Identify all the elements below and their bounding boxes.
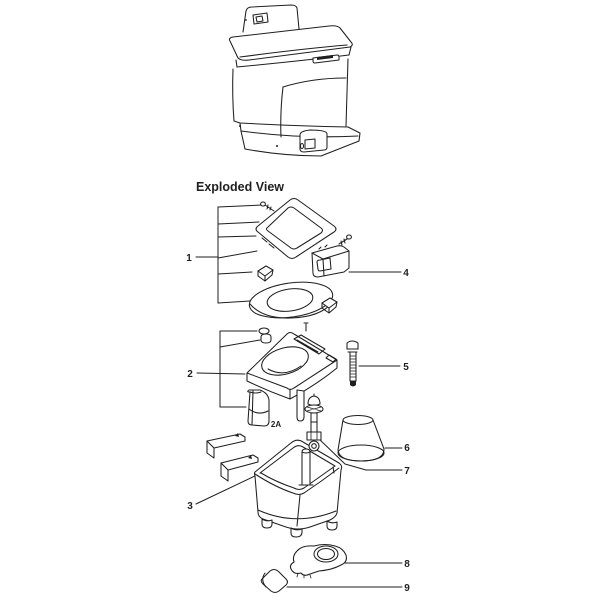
rail xyxy=(206,433,246,459)
lid-cover xyxy=(255,197,337,260)
holding-tank xyxy=(253,439,343,538)
screw xyxy=(264,204,275,212)
foot xyxy=(261,518,273,529)
body-left-edge xyxy=(232,68,235,122)
leader-7 xyxy=(316,436,403,471)
foot xyxy=(290,527,303,538)
cap xyxy=(260,333,272,344)
exploded-view: Exploded View 1 2 2A 3 4 5 6 7 8 9 xyxy=(186,180,410,594)
fill-tube xyxy=(296,389,305,422)
cap xyxy=(258,327,270,335)
base xyxy=(233,120,349,128)
callout-3: 3 xyxy=(187,501,193,512)
hinge-clip-left xyxy=(257,265,274,277)
callout-2: 2 xyxy=(187,369,193,380)
riser-latch xyxy=(252,12,269,25)
water-fill-riser xyxy=(242,4,300,33)
screw xyxy=(338,238,348,246)
front-panel-seam xyxy=(280,86,284,138)
seat-ring xyxy=(248,281,334,319)
hinge-slots xyxy=(261,237,275,249)
pin xyxy=(303,322,309,332)
diagram-title: Exploded View xyxy=(196,180,284,194)
part-8-spout-plate xyxy=(289,543,347,579)
part-4-tank-cover xyxy=(311,244,350,278)
callout-5: 5 xyxy=(403,362,409,373)
part-2-bowl-unit xyxy=(246,322,338,427)
callout-6: 6 xyxy=(404,443,410,454)
callout-4: 4 xyxy=(403,268,409,279)
callout-9: 9 xyxy=(404,583,410,594)
part-1-lid-assembly xyxy=(248,197,352,319)
part-7-vent-valve xyxy=(304,393,324,452)
assembled-toilet xyxy=(228,4,361,157)
part-6-funnel xyxy=(337,414,385,462)
rail xyxy=(220,454,259,482)
callout-2a: 2A xyxy=(271,420,281,429)
part-5-bolt xyxy=(346,340,359,387)
lid-top xyxy=(228,25,353,61)
part-9-spout-cap xyxy=(260,568,289,594)
callout-1: 1 xyxy=(186,253,192,264)
part-2a-splash-guard xyxy=(247,389,270,427)
valve-guide xyxy=(293,334,326,355)
body-right-edge xyxy=(345,58,349,127)
inner-standpipe xyxy=(301,448,311,486)
callout-7: 7 xyxy=(404,466,410,477)
leader-3 xyxy=(195,475,256,505)
part-3-hold-down-rails xyxy=(206,433,259,482)
foot xyxy=(326,520,338,531)
bowl-opening xyxy=(261,346,309,376)
leader-lines xyxy=(195,204,403,588)
valve-handle xyxy=(299,129,328,153)
callout-8: 8 xyxy=(404,559,410,570)
